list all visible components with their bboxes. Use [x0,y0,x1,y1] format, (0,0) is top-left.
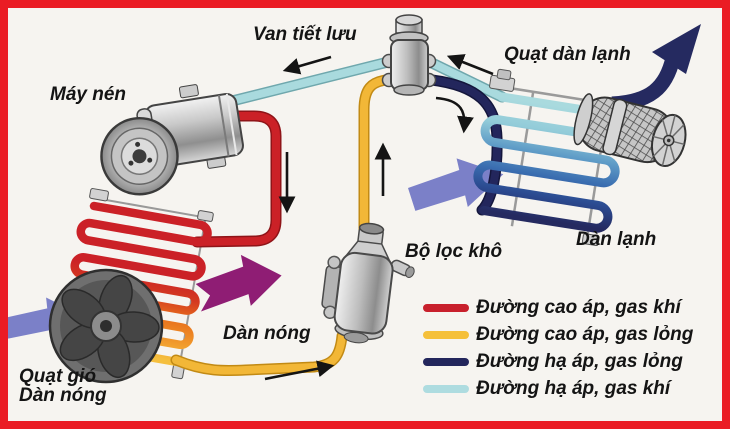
evaporator-blower-fan [573,93,687,167]
label-evaporator: Dàn lạnh [576,229,657,250]
condenser-fan [48,268,164,384]
legend-label-low-liquid: Đường hạ áp, gas lỏng [476,350,683,372]
compressor [100,84,244,196]
flow-arrow-valve-down [435,96,474,134]
legend-label-low-gas: Đường hạ áp, gas khí [476,377,671,399]
legend-swatch-low-gas-icon [423,384,469,393]
legend-label-high-gas: Đường cao áp, gas khí [476,296,681,318]
expansion-valve [381,14,437,96]
receiver-drier [321,222,415,344]
legend-row-low-gas: Đường hạ áp, gas khí [422,375,693,402]
legend-swatch-high-liquid-icon [423,330,469,339]
legend-swatch-low-liquid-icon [423,357,469,366]
label-condenser: Dàn nóng [223,323,311,344]
legend-row-high-gas: Đường cao áp, gas khí [422,294,693,321]
legend-swatch-high-gas-icon [423,303,469,312]
hot-air-out-arrow [195,254,282,312]
flow-arrow-to-valve [446,54,494,76]
label-compressor: Máy nén [50,84,127,105]
label-evaporator-fan: Quạt dàn lạnh [504,44,631,65]
flow-arrow-yellow-right [264,360,335,381]
label-condenser-fan-line1: Quạt gió [19,366,97,387]
label-receiver-drier: Bộ lọc khô [405,241,503,262]
label-expansion-valve: Van tiết lưu [253,24,357,45]
legend-row-high-liquid: Đường cao áp, gas lỏng [422,321,693,348]
legend-row-low-liquid: Đường hạ áp, gas lỏng [422,348,693,375]
label-condenser-fan: Quạt gió Dàn nóng [19,367,107,405]
label-condenser-fan-line2: Dàn nóng [19,385,107,406]
legend-label-high-liquid: Đường cao áp, gas lỏng [476,323,694,345]
flow-arrows [264,54,494,381]
flow-arrow-to-compressor [282,55,332,75]
legend: Đường cao áp, gas khí Đường cao áp, gas … [422,294,693,402]
